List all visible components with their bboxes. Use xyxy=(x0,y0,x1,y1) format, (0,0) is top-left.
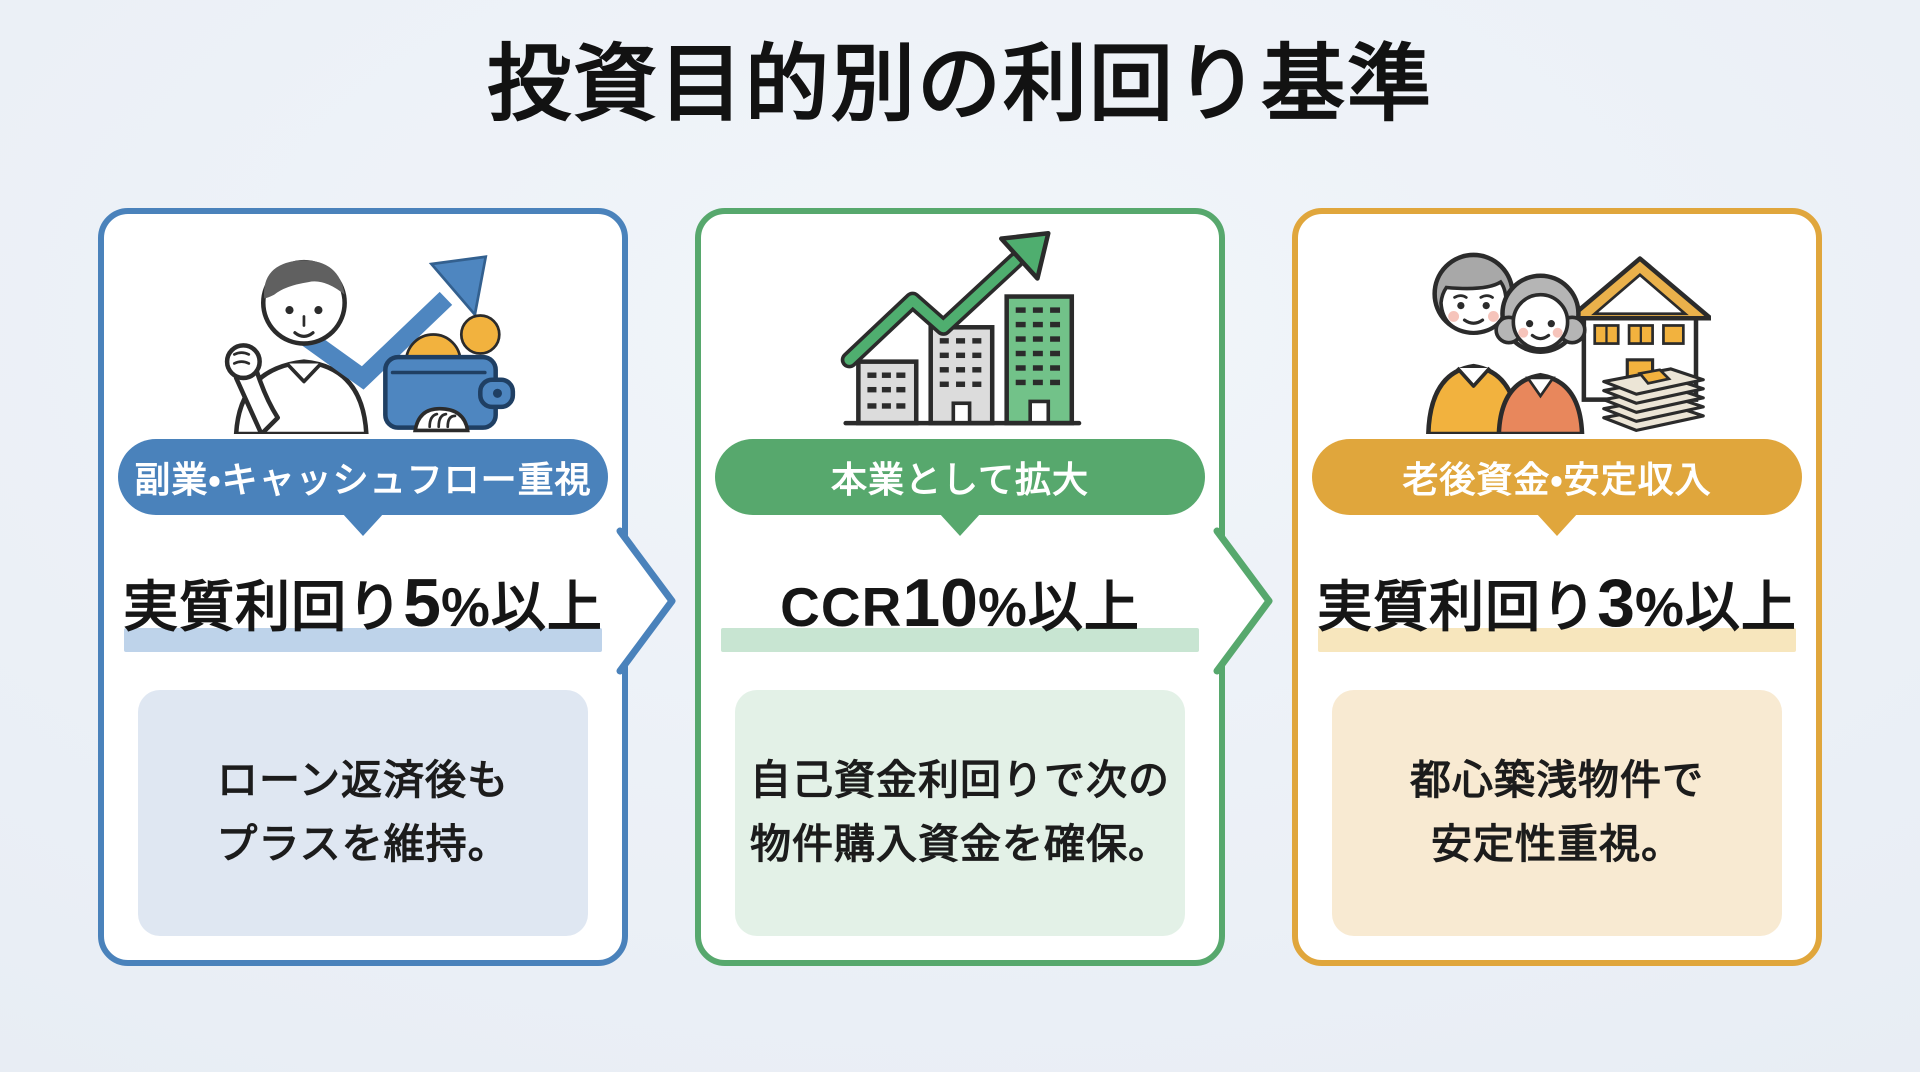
cards-row: 副業・キャッシュフロー重視 実質利回り5%以上 ローン返済後も プラスを維持。 xyxy=(0,207,1920,966)
page-title: 投資目的別の利回り基準 xyxy=(486,37,1433,131)
criterion-tail: %以上 xyxy=(1634,575,1797,638)
description-line: プラスを維持。 xyxy=(216,820,510,867)
description-line: 安定性重視。 xyxy=(1431,820,1683,867)
criterion-block: 実質利回り5%以上 xyxy=(104,561,622,652)
card-cashflow-focus: 副業・キャッシュフロー重視 実質利回り5%以上 ローン返済後も プラスを維持。 xyxy=(98,207,676,966)
criterion-tail: %以上 xyxy=(977,575,1140,638)
criterion-text: 実質利回り5%以上 xyxy=(104,561,622,646)
description-panel: 自己資金利回りで次の 物件購入資金を確保。 xyxy=(735,689,1185,936)
chevron-right-connector xyxy=(1209,527,1273,675)
elderly-couple-house-money-illustration xyxy=(1426,252,1711,435)
purpose-badge: 本業として拡大 xyxy=(715,438,1205,515)
card-illustration-area xyxy=(1298,214,1816,439)
card-illustration-area xyxy=(701,214,1219,439)
criterion-text: CCR10%以上 xyxy=(701,561,1219,646)
criterion-number: 10 xyxy=(902,564,978,641)
criterion-lead: 実質利回り xyxy=(123,575,404,638)
description-line: 都心築浅物件で xyxy=(1410,757,1704,804)
card-retirement-income: 老後資金・安定収入 実質利回り3%以上 都心築浅物件で 安定性重視。 xyxy=(1292,207,1822,966)
purpose-badge: 老後資金・安定収入 xyxy=(1312,438,1802,515)
criterion-block: 実質利回り3%以上 xyxy=(1298,561,1816,652)
criterion-number: 3 xyxy=(1597,564,1635,641)
criterion-lead: 実質利回り xyxy=(1317,575,1598,638)
businessman-fist-wallet-rising-arrow-illustration xyxy=(225,255,516,435)
card-main-business: 本業として拡大 CCR10%以上 自己資金利回りで次の 物件購入資金を確保。 xyxy=(695,207,1273,966)
criterion-tail: %以上 xyxy=(440,575,603,638)
description-line: 物件購入資金を確保。 xyxy=(750,820,1170,867)
growing-buildings-rising-arrow-illustration xyxy=(841,231,1082,426)
criterion-underline xyxy=(1318,627,1796,652)
purpose-badge: 副業・キャッシュフロー重視 xyxy=(118,438,608,515)
description-line: 自己資金利回りで次の xyxy=(750,757,1170,804)
criterion-lead: CCR xyxy=(780,575,903,638)
card-illustration-area xyxy=(104,214,622,439)
description-panel: ローン返済後も プラスを維持。 xyxy=(138,689,588,936)
criterion-block: CCR10%以上 xyxy=(701,561,1219,652)
chevron-right-connector xyxy=(612,527,676,675)
criterion-underline xyxy=(124,627,602,652)
criterion-number: 5 xyxy=(403,564,441,641)
description-line: ローン返済後も xyxy=(217,757,509,804)
description-panel: 都心築浅物件で 安定性重視。 xyxy=(1332,689,1782,936)
criterion-underline xyxy=(721,627,1199,652)
criterion-text: 実質利回り3%以上 xyxy=(1298,561,1816,646)
